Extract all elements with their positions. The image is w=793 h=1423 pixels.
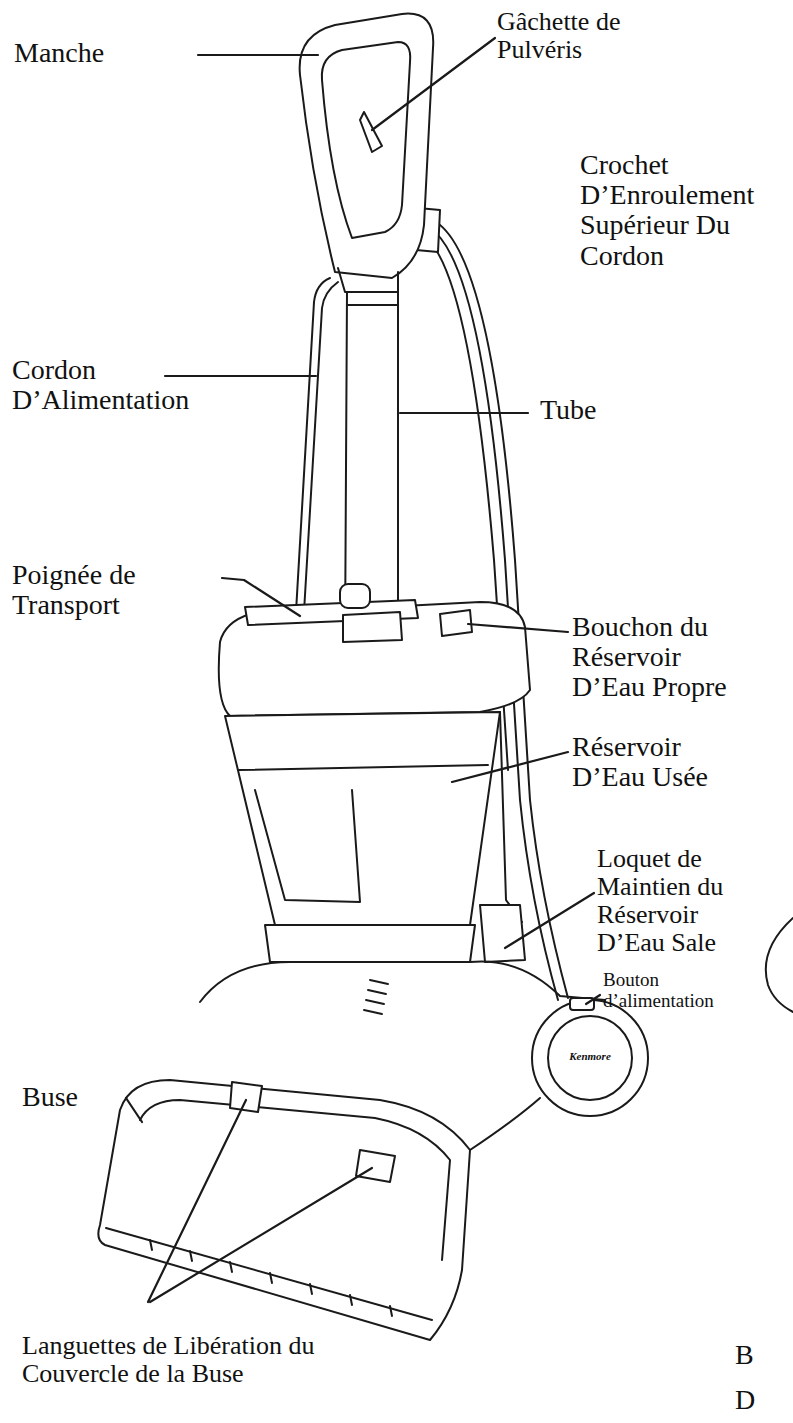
part-label: Tube	[540, 395, 660, 425]
partial-label: D	[735, 1385, 785, 1415]
tube-collar	[343, 612, 402, 642]
release-tab	[356, 1150, 395, 1182]
part-label: Poignée de Transport	[12, 560, 182, 620]
leader-line	[468, 624, 568, 632]
brush-slots	[364, 980, 388, 1014]
partial-label: B	[735, 1340, 785, 1370]
nozzle-inner	[140, 1100, 450, 1260]
brand-logo: Kenmore	[555, 1051, 625, 1063]
handle	[300, 14, 434, 278]
leader-line	[126, 1098, 142, 1122]
clean-water-cap	[440, 610, 472, 636]
part-label: Réservoir D’Eau Usée	[572, 732, 752, 792]
leader-line	[222, 578, 300, 616]
leader-line	[452, 752, 568, 782]
leader-line	[148, 1100, 246, 1302]
part-label: Loquet de Maintien du Réservoir D’Eau Sa…	[597, 845, 757, 957]
part-label: Buse	[22, 1082, 142, 1112]
wheel-hub	[548, 1016, 632, 1100]
wheel	[532, 1000, 648, 1116]
tank-window	[255, 790, 360, 902]
part-label: Gâchette de Pulvéris	[497, 8, 657, 64]
leader-line	[198, 54, 318, 56]
leader-line	[150, 1168, 372, 1302]
leader-line	[586, 995, 600, 1004]
tank-latch	[480, 905, 525, 962]
base-housing	[200, 961, 605, 1002]
tube-ring	[347, 304, 398, 306]
part-label: Cordon D’Alimentation	[12, 355, 232, 415]
leader-line	[372, 38, 495, 130]
top-knob	[340, 584, 370, 608]
nozzle-teeth	[150, 1240, 392, 1316]
handle-opening	[322, 42, 410, 238]
part-label: Manche	[14, 38, 214, 68]
part-label: Crochet D’Enroulement Supérieur Du Cordo…	[580, 150, 792, 271]
tank-base	[265, 925, 475, 962]
part-label: Languettes de Libération du Couvercle de…	[22, 1332, 332, 1388]
nozzle-lip	[106, 1228, 432, 1320]
nozzle	[98, 1080, 470, 1340]
part-label: Bouchon du Réservoir D’Eau Propre	[572, 612, 752, 703]
tank-back	[500, 712, 522, 922]
leader-line	[505, 893, 594, 948]
power-button	[570, 998, 594, 1010]
tank-band	[238, 765, 488, 770]
power-cord	[304, 282, 338, 612]
leader-line	[165, 375, 316, 377]
partial-circle	[766, 918, 793, 1012]
spray-trigger	[360, 112, 382, 152]
release-tab	[230, 1082, 262, 1112]
part-label: Bouton d’alimentation	[603, 970, 753, 1011]
leader-line	[400, 412, 528, 414]
base-side	[470, 1098, 540, 1150]
dirty-water-tank	[225, 712, 500, 925]
handle-neck	[338, 268, 398, 292]
